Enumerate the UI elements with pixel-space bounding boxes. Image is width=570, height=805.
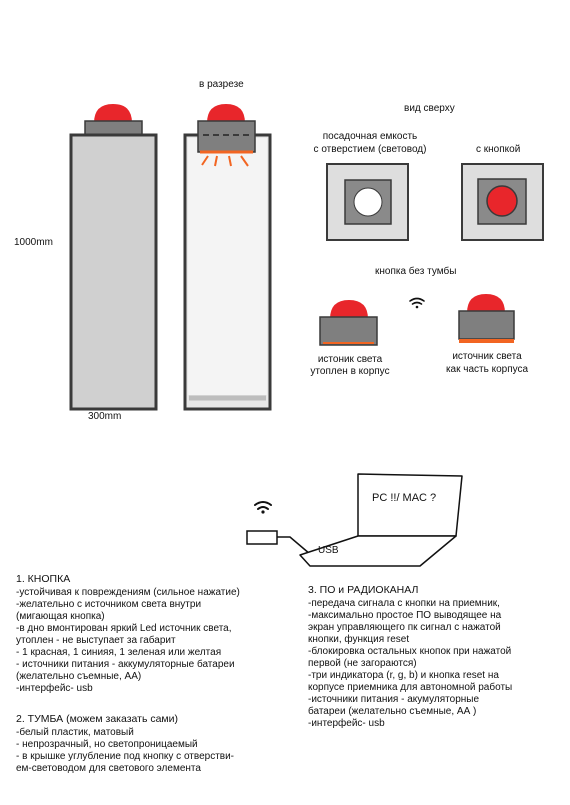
section2-list: -белый пластик, матовый - непрозрачный, …: [16, 727, 234, 775]
top-view-receptacle: [326, 163, 409, 241]
usb-dongle-icon: [246, 530, 311, 555]
label-light-part-1: источник света: [452, 351, 522, 362]
button-cap: [467, 294, 505, 313]
section3-item: -максимально простое ПО выводящее на: [308, 610, 502, 621]
section3-item: -интерфейс- usb: [308, 718, 385, 729]
label-top-view: вид сверху: [404, 103, 455, 114]
laptop-icon: [299, 473, 463, 567]
button-base-cutaway: [197, 120, 256, 153]
section1-item: (желательно съемные, АА): [16, 671, 142, 682]
section1-item: -интерфейс- usb: [16, 683, 93, 694]
button-cap: [94, 104, 132, 123]
section1-item: -желательно с источником света внутри: [16, 599, 202, 610]
laptop-base: [299, 535, 457, 567]
section1-item: - источники питания - аккумуляторные бат…: [16, 659, 235, 670]
light-rays: [201, 155, 249, 167]
label-light-recessed-2: утоплен в корпус: [310, 366, 390, 377]
pedestal-inner: [188, 138, 267, 395]
label-receptacle-1: посадочная емкость: [322, 131, 418, 142]
label-button-no-stand: кнопка без тумбы: [375, 266, 457, 277]
pedestal-cross-section: [183, 104, 272, 411]
section3-title: 3. ПО и РАДИОКАНАЛ: [308, 584, 419, 596]
wifi-icon: [254, 501, 272, 514]
section3-item: -блокировка остальных кнопок при нажатой: [308, 646, 512, 657]
section3-item: -источники питания - акумуляторные: [308, 694, 480, 705]
section2-item: -белый пластик, матовый: [16, 727, 134, 738]
label-light-part-2: как часть корпуса: [445, 364, 529, 375]
button-body: [458, 310, 515, 340]
label-receptacle-2: с отверстием (световод): [313, 144, 427, 155]
led-strip: [459, 339, 514, 343]
laptop-screen: [357, 473, 463, 537]
section1-item: - 1 красная, 1 синияя, 1 зеленая или жел…: [16, 647, 222, 658]
label-height: 1000mm: [14, 237, 53, 248]
section1-item: утоплен - не выступает за габарит: [16, 635, 176, 646]
top-view-with-button: [461, 163, 544, 241]
button-base: [84, 120, 143, 136]
label-with-button: с кнопкой: [476, 144, 521, 155]
label-usb: USB: [318, 545, 339, 556]
button-top: [486, 185, 518, 217]
button-body: [319, 316, 378, 346]
button-cap: [330, 300, 368, 319]
section3-item: первой (не загораются): [308, 658, 417, 669]
button-cap: [207, 104, 245, 123]
section1-item: -в дно вмонтирован яркий Led источник св…: [16, 623, 232, 634]
section2-title: 2. ТУМБА (можем заказать сами): [16, 713, 179, 725]
section1-item: -устойчивая к повреждениям (сильное нажа…: [16, 587, 240, 598]
section2-item: ем-световодом для светового элемента: [16, 763, 201, 774]
label-section-cut: в разрезе: [199, 79, 244, 90]
section3-item: -три индикатора (r, g, b) и кнопка reset…: [308, 670, 499, 681]
section3-item: батареи (желательно съемные, АА ): [308, 706, 477, 717]
label-computer: PC !!/ MAC ?: [372, 492, 437, 504]
section3-item: кнопки, функция reset: [308, 634, 410, 645]
section3-list: -передача сигнала с кнопки на приемник, …: [308, 598, 512, 730]
usb-cable: [277, 536, 311, 555]
label-width: 300mm: [88, 411, 122, 422]
section3-item: экран управляющего пк сигнал с нажатой: [308, 622, 501, 633]
section2-item: - непрозрачный, но светопроницаемый: [16, 739, 198, 750]
light-guide-hole: [353, 187, 383, 217]
label-light-recessed-1: истоник света: [317, 354, 383, 365]
section3-item: корпусе приемника для автономной работы: [308, 682, 513, 693]
pedestal-side-view: [69, 104, 158, 411]
pedestal-body: [69, 133, 158, 411]
button-light-part: [458, 294, 515, 343]
section1-list: -устойчивая к повреждениям (сильное нажа…: [16, 587, 240, 695]
section1-title: 1. КНОПКА: [16, 573, 71, 585]
wifi-icon: [409, 297, 425, 309]
section1-item: (мигающая кнопка): [16, 611, 105, 622]
section2-item: - в крышке углубление под кнопку с отвер…: [16, 751, 235, 762]
section3-item: -передача сигнала с кнопки на приемник,: [308, 598, 500, 609]
button-recessed-light: [319, 300, 378, 346]
